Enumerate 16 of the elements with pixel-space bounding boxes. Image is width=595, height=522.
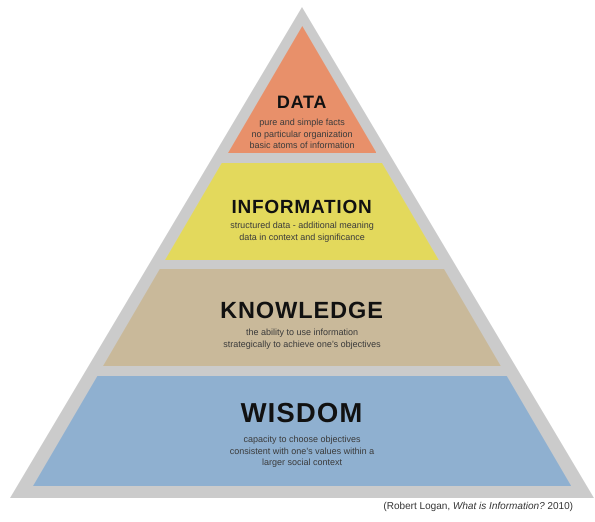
tier-description: structured data - additional meaning	[230, 220, 374, 232]
tier-description: data in context and significance	[239, 232, 365, 243]
tier-description: no particular organization	[251, 128, 353, 140]
tier-title: INFORMATION	[230, 198, 374, 217]
tier-title: DATA	[276, 93, 328, 111]
pyramid-tier	[165, 163, 439, 260]
tier-description: capacity to choose objectives consistent with one’s values within a larger social context	[228, 434, 376, 468]
tier-description: the ability to use information strategically to achieve one’s objectives	[222, 327, 382, 350]
tier-title: KNOWLEDGE	[219, 299, 385, 322]
tier-title: WISDOM	[240, 399, 364, 426]
pyramid-apex-tier	[228, 26, 376, 153]
tier-description: basic atoms of information	[249, 140, 355, 152]
citation-caption: (Robert Logan, What is Information? 2010)	[383, 501, 573, 513]
tier-description: pure and simple facts	[259, 117, 345, 128]
pyramid-tier	[103, 269, 501, 366]
pyramid-tier	[32, 376, 572, 486]
